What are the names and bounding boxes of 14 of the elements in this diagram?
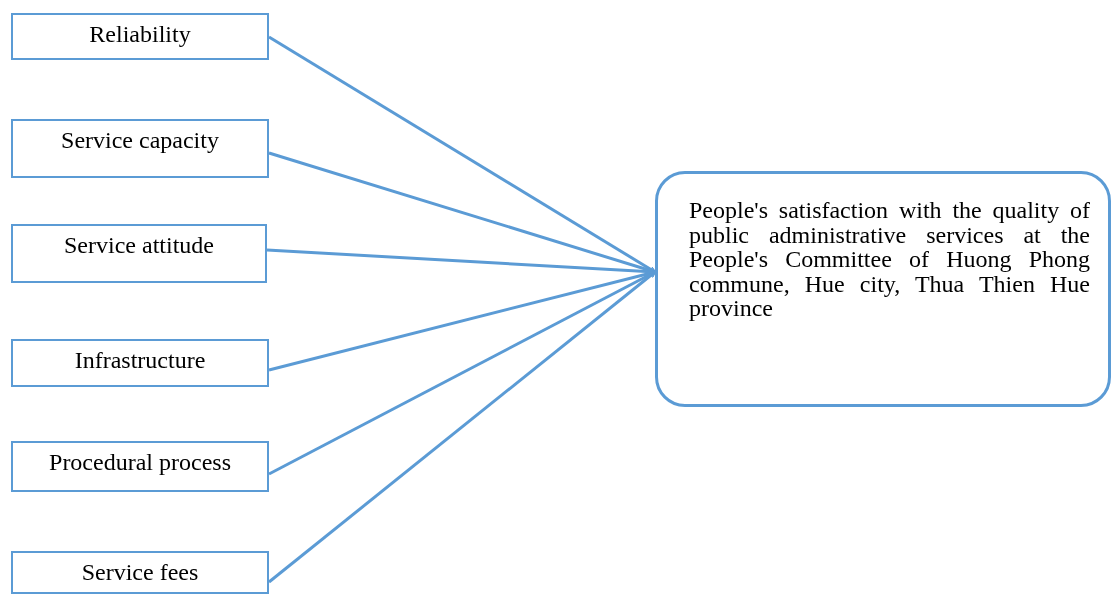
outcome-box bbox=[655, 171, 1111, 407]
factor-label: Service capacity bbox=[61, 127, 219, 154]
factor-box bbox=[11, 119, 269, 178]
factor-label: Procedural process bbox=[49, 449, 231, 476]
factor-box bbox=[11, 441, 269, 492]
factor-box bbox=[11, 13, 269, 60]
factor-label: Service fees bbox=[81, 559, 199, 586]
factor-box bbox=[11, 339, 269, 387]
factor-box bbox=[11, 551, 269, 594]
factor-label: Infrastructure bbox=[74, 347, 206, 374]
factor-box bbox=[11, 224, 267, 283]
factor-label: Reliability bbox=[89, 21, 191, 48]
outcome-text: People's satisfaction with the quality of public administrative services at the People's Committee of Huong Phong commune, Hue city, Thua Thien Hue province bbox=[689, 197, 1090, 321]
factor-label: Service attitude bbox=[64, 232, 214, 259]
